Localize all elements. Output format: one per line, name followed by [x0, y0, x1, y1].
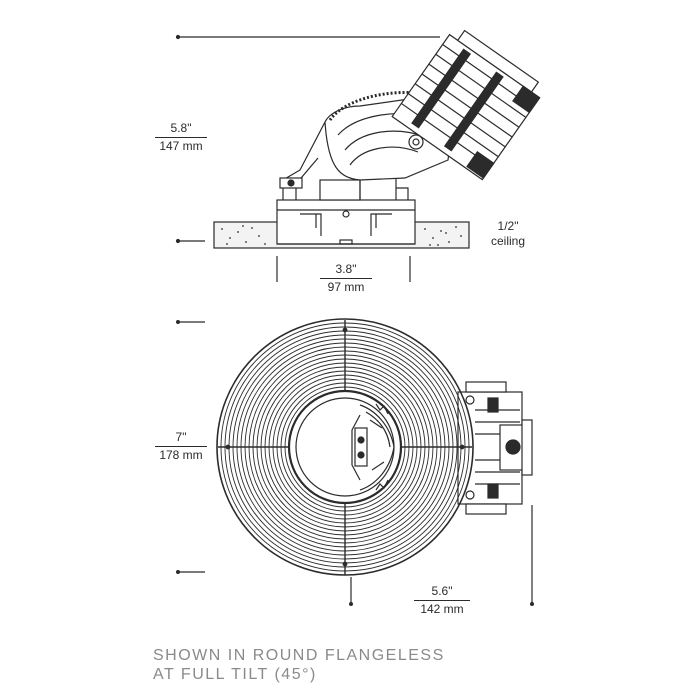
side-elevation [175, 29, 541, 282]
heat-sink [391, 29, 541, 181]
frame-slot-right [370, 213, 392, 236]
seam-screws [225, 327, 465, 567]
aperture-opening [295, 397, 395, 497]
overall-width-metric: 142 mm [420, 602, 464, 616]
ceiling-label: ceiling [490, 234, 526, 248]
caption-line-2: AT FULL TILT (45°) [153, 666, 317, 683]
aperture-metric: 97 mm [327, 280, 365, 294]
overall-width-dimension: 5.6" 142 mm [414, 584, 470, 617]
flange-diameter-dimension: 7" 178 mm [155, 430, 207, 463]
ceiling-dimension: 1/2" ceiling [484, 219, 532, 249]
top-tick [175, 34, 181, 40]
frame-screw [342, 210, 350, 218]
internal-yoke [351, 403, 395, 491]
tilt-gear [328, 90, 441, 121]
pivot-knob-bottom [408, 134, 424, 150]
frame-slot-left [300, 213, 322, 236]
height-dimension: 5.8" 147 mm [155, 121, 207, 154]
height-metric: 147 mm [159, 139, 203, 153]
flange-diameter-metric: 178 mm [159, 448, 203, 462]
drawing-caption: SHOWN IN ROUND FLANGELESS AT FULL TILT (… [153, 646, 445, 684]
aperture-imperial: 3.8" [320, 262, 372, 279]
plan-view [176, 318, 534, 606]
mounting-frame [276, 199, 416, 245]
caption-line-1: SHOWN IN ROUND FLANGELESS [153, 647, 445, 664]
bottom-tick [175, 238, 181, 244]
ceiling-speckle [221, 225, 462, 246]
ceiling-imperial: 1/2" [497, 219, 519, 233]
overall-width-imperial: 5.6" [414, 584, 470, 601]
flange-diameter-imperial: 7" [155, 430, 207, 447]
height-imperial: 5.8" [155, 121, 207, 138]
aperture-dimension: 3.8" 97 mm [320, 262, 372, 295]
bracket-left [282, 121, 326, 200]
